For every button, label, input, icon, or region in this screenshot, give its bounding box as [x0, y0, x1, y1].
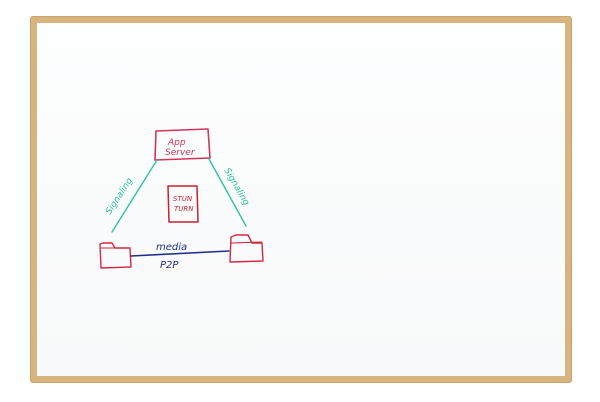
signaling-right-label: Signaling [221, 167, 251, 208]
peer-right-folder-icon [229, 234, 264, 263]
whiteboard-surface [37, 23, 565, 376]
signaling-left-edge: Signaling [104, 159, 158, 233]
peer-left-folder-icon [99, 242, 132, 269]
app-server-node: App Server [154, 128, 211, 161]
whiteboard-frame [31, 17, 571, 382]
signaling-right-edge: Signaling [208, 158, 251, 227]
turn-label-text: TURN [174, 205, 194, 213]
media-p2p-edge: media P2P [130, 242, 230, 271]
app-server-label-line1: App [167, 138, 186, 148]
media-label: media [156, 242, 187, 253]
stun-label: STUN [173, 195, 193, 203]
stun-turn-node: STUN TURN [167, 185, 199, 223]
p2p-label: P2P [160, 260, 179, 271]
signaling-left-label: Signaling [104, 176, 135, 217]
app-server-label-line2: Server [165, 148, 196, 158]
